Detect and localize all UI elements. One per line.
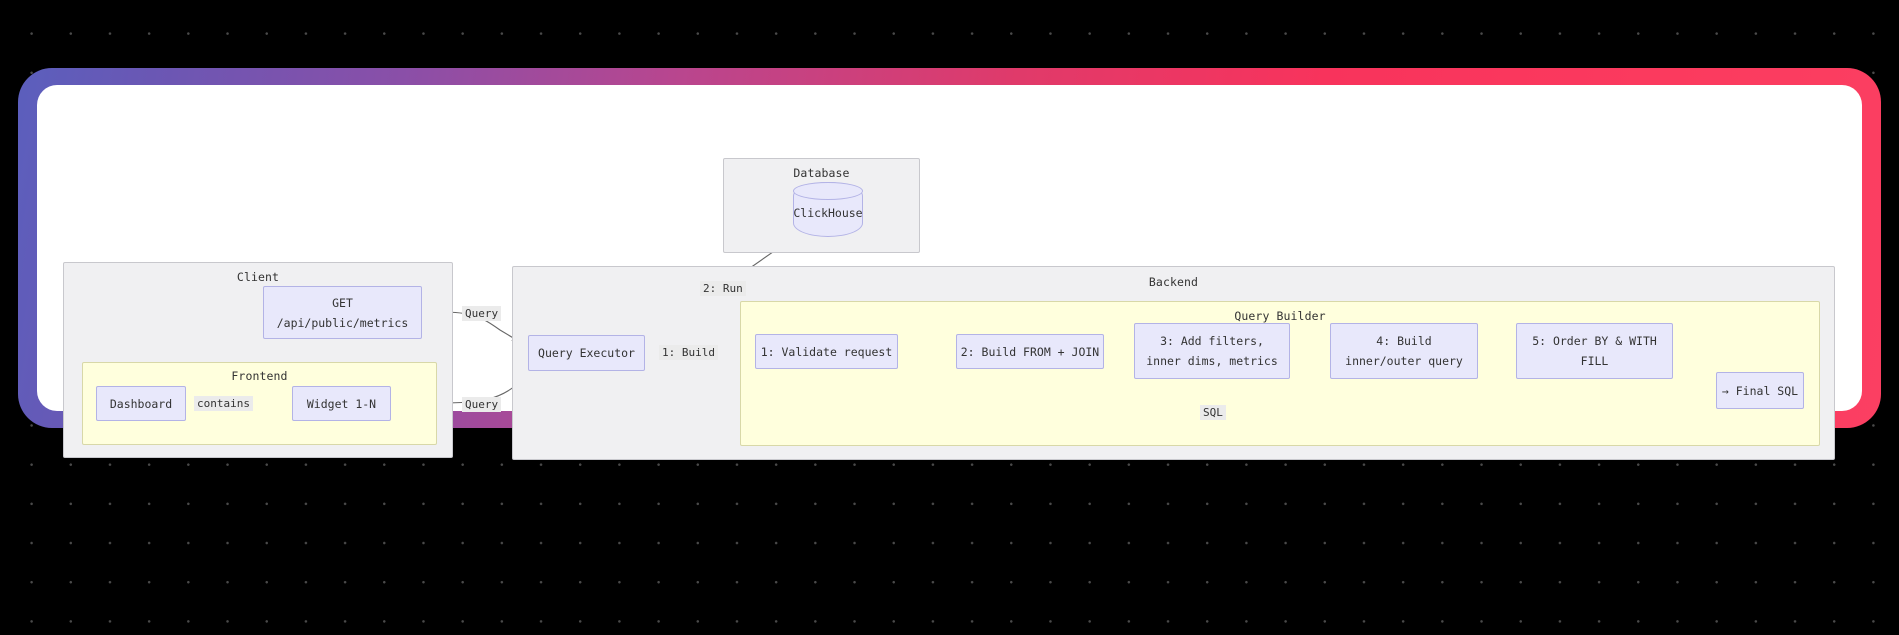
cluster-frontend-title: Frontend (231, 369, 288, 383)
node-step-4-line2: inner/outer query (1345, 354, 1463, 368)
node-query-executor[interactable]: Query Executor (528, 335, 645, 371)
node-get-endpoint[interactable]: GET /api/public/metrics (263, 286, 422, 339)
node-step-1[interactable]: 1: Validate request (755, 334, 898, 369)
node-final-sql[interactable]: → Final SQL (1716, 372, 1804, 409)
node-widget-label: Widget 1-N (306, 396, 377, 411)
node-step-1-label: 1: Validate request (760, 344, 893, 359)
node-step-2[interactable]: 2: Build FROM + JOIN (956, 334, 1104, 369)
edge-label-query-top: Query (462, 306, 502, 321)
node-get-endpoint-path: /api/public/metrics (276, 315, 409, 330)
node-step-2-label: 2: Build FROM + JOIN (960, 344, 1100, 359)
edge-label-sql: SQL (1200, 405, 1226, 420)
node-final-sql-label: → Final SQL (1721, 383, 1799, 398)
cluster-database-title: Database (793, 166, 850, 180)
node-clickhouse[interactable]: ClickHouse (793, 182, 863, 237)
node-step-4-line1: 4: Build (1376, 334, 1432, 348)
node-widget[interactable]: Widget 1-N (292, 386, 391, 421)
cluster-backend-title: Backend (1148, 275, 1199, 289)
node-step-5[interactable]: 5: Order BY & WITH FILL (1516, 323, 1673, 379)
node-step-5-line1: 5: Order BY & WITH (1532, 334, 1657, 348)
edge-label-query-bottom: Query (462, 397, 502, 412)
node-step-3-line1: 3: Add filters, (1160, 334, 1264, 348)
node-step-3-line2: inner dims, metrics (1146, 354, 1278, 368)
cluster-query-builder-title: Query Builder (1234, 309, 1326, 323)
cluster-client-title: Client (236, 270, 280, 284)
node-clickhouse-label: ClickHouse (793, 205, 863, 220)
node-step-5-line2: FILL (1580, 354, 1609, 368)
node-dashboard-label: Dashboard (109, 396, 173, 411)
node-dashboard[interactable]: Dashboard (96, 386, 186, 421)
edge-label-run: 2: Run (700, 281, 746, 296)
node-get-endpoint-method: GET (332, 295, 353, 310)
edge-label-build: 1: Build (659, 345, 718, 360)
node-step-3[interactable]: 3: Add filters, inner dims, metrics (1134, 323, 1290, 379)
node-query-executor-label: Query Executor (538, 346, 635, 360)
node-step-4[interactable]: 4: Build inner/outer query (1330, 323, 1478, 379)
edge-label-contains: contains (194, 396, 253, 411)
